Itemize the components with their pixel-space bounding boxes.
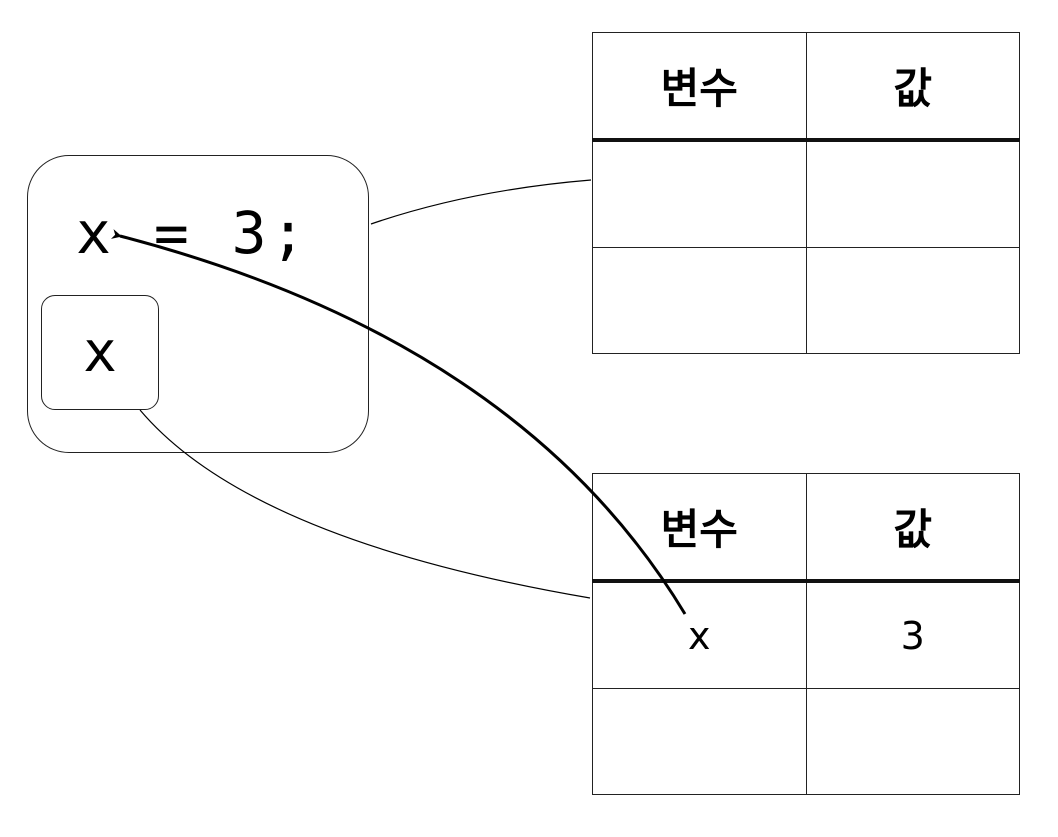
header-variable: 변수 (592, 473, 807, 583)
identifier-box: x (41, 295, 159, 410)
table-row (592, 688, 1020, 795)
assignment-code: x = 3; (76, 199, 310, 267)
table-row (592, 247, 1020, 354)
identifier-token: x (83, 320, 117, 385)
variable-table-before: 변수 값 (592, 32, 1020, 354)
cell-value (805, 247, 1020, 354)
cell-value (805, 688, 1020, 795)
header-variable: 변수 (592, 32, 807, 142)
cell-variable (592, 139, 807, 248)
cell-value: 3 (805, 580, 1020, 689)
cell-variable (592, 688, 807, 795)
cell-value (805, 139, 1020, 248)
table-row: x 3 (592, 580, 1020, 689)
header-value: 값 (805, 32, 1020, 142)
variable-table-after: 변수 값 x 3 (592, 473, 1020, 795)
header-value: 값 (805, 473, 1020, 583)
cell-variable (592, 247, 807, 354)
callout-line-statement (370, 179, 592, 225)
cell-variable: x (592, 580, 807, 689)
table-row (592, 139, 1020, 248)
